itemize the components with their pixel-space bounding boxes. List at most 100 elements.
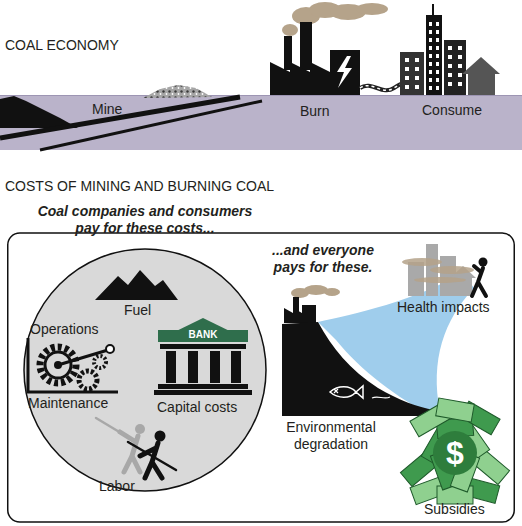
city	[436, 30, 439, 34]
costs-panel: COSTS OF MINING AND BURNING COAL Coal com…	[7, 172, 515, 523]
stage-label: Burn	[300, 103, 330, 120]
city	[429, 86, 432, 90]
city	[405, 85, 409, 89]
cost-label: Labor	[99, 478, 135, 495]
mine-pit	[0, 96, 262, 150]
degradation-icon	[372, 397, 390, 398]
city	[426, 15, 442, 95]
stage-label: Consume	[422, 102, 482, 119]
city	[405, 76, 409, 80]
ground-band	[0, 95, 522, 150]
ground-band	[0, 95, 522, 96]
coal-pile	[143, 85, 212, 98]
labor-icon	[135, 424, 145, 434]
factory-icon	[304, 285, 328, 295]
city	[429, 70, 432, 74]
city	[436, 38, 439, 42]
cost-label: Capital costs	[157, 399, 237, 416]
company-costs-circle: Coal companies and consumers pay for the…	[23, 203, 267, 494]
bank-icon	[188, 351, 198, 383]
stage-label: Mine	[92, 101, 122, 118]
city	[448, 46, 452, 50]
city	[462, 57, 500, 74]
bank-icon	[210, 351, 220, 383]
city	[400, 52, 424, 95]
health-icon	[414, 277, 466, 283]
city	[448, 55, 452, 59]
city	[436, 54, 439, 58]
city	[429, 38, 432, 42]
factory-icon	[324, 288, 340, 296]
bank-icon	[154, 390, 252, 395]
cost-label: Fuel	[124, 302, 151, 319]
city	[429, 54, 432, 58]
degradation-icon	[330, 386, 363, 398]
cost-label: Operations	[30, 321, 98, 338]
city	[436, 70, 439, 74]
city	[448, 73, 452, 77]
health-icon	[479, 258, 488, 267]
city	[415, 58, 419, 62]
city	[415, 76, 419, 80]
city	[436, 46, 439, 50]
city	[436, 62, 439, 66]
power-plant	[337, 56, 352, 88]
panel-outline	[8, 233, 515, 522]
subsidies-icon	[433, 431, 477, 475]
city	[458, 73, 462, 77]
city	[415, 85, 419, 89]
group-note: ...and everyone pays for these.	[262, 242, 384, 276]
bank-icon	[231, 351, 241, 383]
impact-label: Health impacts	[397, 299, 490, 316]
city	[436, 22, 439, 26]
bank-icon	[158, 330, 248, 342]
city	[436, 86, 439, 90]
bank-icon	[166, 351, 176, 383]
city	[429, 62, 432, 66]
city	[429, 78, 432, 82]
city	[429, 46, 432, 50]
power-plant	[356, 3, 388, 15]
city	[468, 72, 495, 95]
power-plant	[282, 24, 298, 36]
city	[448, 64, 452, 68]
city	[429, 30, 432, 34]
diagram-title: COAL ECONOMY	[5, 37, 119, 54]
city	[458, 64, 462, 68]
city	[458, 46, 462, 50]
circle-heading: Coal companies and consumers pay for the…	[27, 203, 263, 237]
city	[448, 82, 452, 86]
health-icon	[430, 266, 474, 274]
dollar-sign: $	[446, 433, 464, 473]
power-plant	[282, 2, 388, 36]
bank-icon	[158, 384, 248, 389]
impact-label: Subsidies	[424, 501, 485, 518]
subsidies-icon	[436, 398, 475, 422]
city	[405, 58, 409, 62]
mine-pit	[40, 101, 262, 150]
mine-pit	[0, 96, 78, 128]
gears-icon	[106, 345, 114, 353]
city	[444, 40, 466, 95]
city	[436, 78, 439, 82]
city	[458, 55, 462, 59]
degradation-icon	[334, 389, 338, 393]
city	[429, 22, 432, 26]
impact-label: Environmental degradation	[266, 419, 396, 453]
city	[405, 22, 462, 90]
cost-label: Maintenance	[28, 395, 108, 412]
power-plant	[270, 50, 360, 95]
city	[415, 67, 419, 71]
bank-sign: BANK	[189, 329, 218, 341]
labor-icon	[155, 431, 166, 442]
power-plant	[270, 2, 388, 95]
bank-icon	[160, 344, 246, 349]
circle-outline	[24, 249, 266, 491]
city	[432, 4, 434, 15]
coal-pile	[143, 85, 212, 98]
panel-heading: COSTS OF MINING AND BURNING COAL	[5, 172, 515, 195]
city	[458, 82, 462, 86]
ground-band	[0, 95, 522, 150]
health-icon	[402, 258, 442, 266]
